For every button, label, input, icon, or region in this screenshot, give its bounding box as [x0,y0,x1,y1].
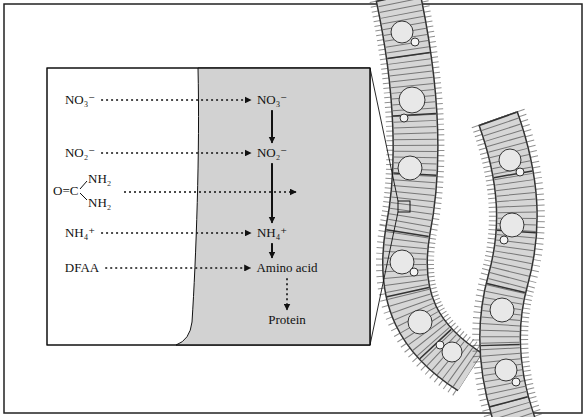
chemical-label: NH₄⁺ [65,226,95,240]
inset-frame [47,68,370,345]
chemical-label: NO₃⁻ [65,93,95,107]
zoom-line [370,68,398,201]
chemical-label: NO₂⁻ [65,146,95,160]
uptake-arrow [101,232,251,234]
chemical-label: Protein [268,313,306,327]
chemical-label: NO₂⁻ [257,146,287,160]
formula-text: NH₂ [88,172,111,186]
formula-text: NH₂ [88,196,111,210]
chemical-name: Amino acid [256,260,317,275]
chemical-name: NO₂⁻ [257,145,287,160]
reaction-arrow [271,243,273,258]
chemical-name: NO₂⁻ [65,145,95,160]
reaction-arrow [271,110,273,143]
chemical-name: NO₃⁻ [65,92,95,107]
chemical-label: NH₄⁺ [257,226,287,240]
uptake-arrow [124,191,296,193]
formula-text: O=C [53,184,78,198]
urea-formula: O=C NH₂ NH₂ [53,172,115,210]
chemical-label: NO₃⁻ [257,93,287,107]
uptake-arrow [101,99,251,101]
chemical-name: NH₄⁺ [257,225,287,240]
chemical-name: Protein [268,312,306,327]
cell-region [176,68,370,345]
uptake-arrow [101,152,251,154]
chemical-name: DFAA [65,260,99,275]
zoom-marker [398,201,410,212]
zoom-line [370,212,398,345]
chemical-label: DFAA [65,261,99,275]
diatom-filament [490,118,524,417]
reaction-arrow [271,163,273,223]
chemical-label: Amino acid [256,261,317,275]
uptake-arrow [286,278,288,310]
uptake-arrow [105,267,250,269]
chemical-name: NO₃⁻ [257,92,287,107]
chemical-name: NH₄⁺ [65,225,95,240]
diatom-filament [390,0,470,372]
